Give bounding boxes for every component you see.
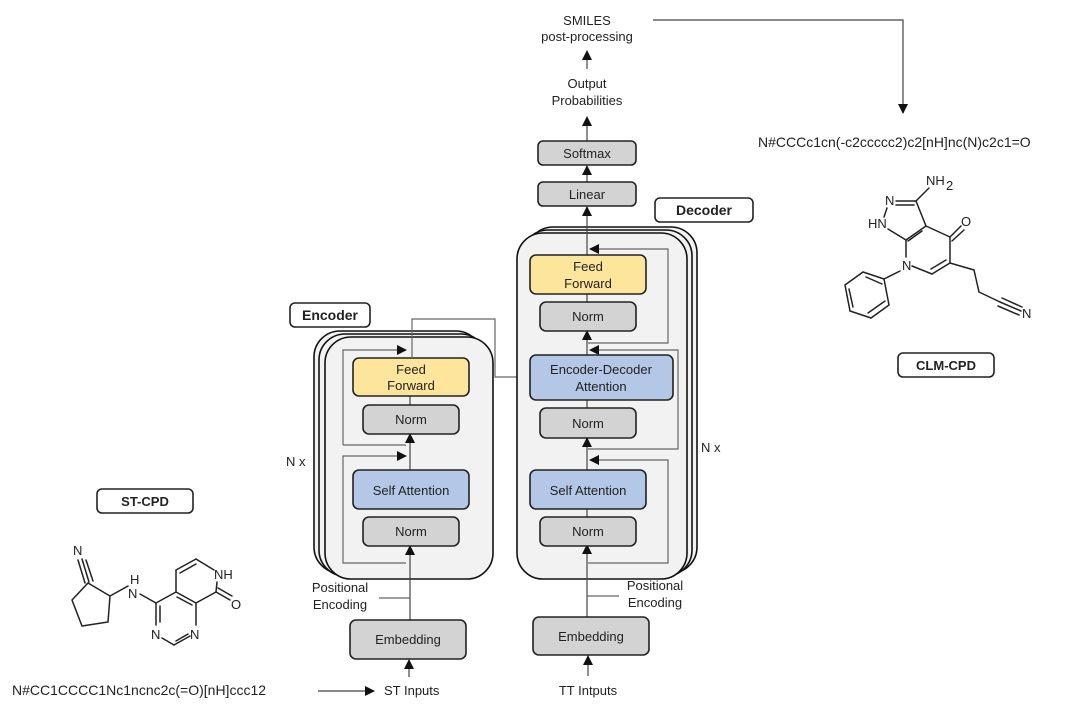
decoder-ff-line2: Forward (564, 276, 612, 291)
encoder-ff-line2: Forward (387, 378, 435, 393)
encoder-title-badge: Encoder (289, 302, 371, 328)
encoder-norm-top-label: Norm (395, 412, 427, 427)
encoder-embedding-block: Embedding (349, 619, 467, 660)
decoder-enc-dec-attention-block: Encoder-Decoder Attention (529, 354, 674, 401)
decoder-eda-line2: Attention (575, 379, 626, 394)
decoder-self-attention-label: Self Attention (550, 483, 627, 498)
decoder-ff-line1: Feed (573, 259, 603, 274)
encoder-positional-line1: Positional (312, 580, 368, 595)
decoder-self-attention-block: Self Attention (529, 469, 647, 510)
clm-atom-n-nitrile: N (1022, 306, 1031, 321)
encoder-norm-top-block: Norm (362, 404, 460, 435)
decoder-norm-top-block: Norm (539, 301, 637, 332)
clm-atom-hn: HN (868, 216, 887, 231)
arrow-post-processing-to-output-smiles (653, 19, 908, 114)
encoder-title: Encoder (302, 307, 359, 323)
encoder-self-attention-block: Self Attention (352, 469, 470, 510)
decoder-norm-mid-label: Norm (572, 416, 604, 431)
decoder-feed-forward-block: Feed Forward (529, 254, 647, 295)
clm-cpd-badge: CLM-CPD (897, 352, 995, 378)
decoder-residual-top (588, 244, 669, 344)
st-cpd-badge: ST-CPD (96, 488, 194, 514)
decoder-residual-mid (588, 345, 679, 450)
encoder-feed-forward-block: Feed Forward (352, 357, 470, 397)
st-atom-n-nitrile: N (73, 543, 82, 558)
smiles-post-processing-line2: post-processing (541, 29, 633, 44)
encoder-norm-bottom-label: Norm (395, 524, 427, 539)
st-cpd-structure: N H N N N NH O (71, 543, 241, 646)
decoder-norm-mid-block: Norm (539, 407, 637, 439)
softmax-block: Softmax (537, 140, 637, 166)
encoder-residual-bottom (342, 451, 407, 564)
decoder-norm-bottom-label: Norm (572, 524, 604, 539)
clm-atom-n-pyrazole: N (885, 193, 894, 208)
encoder-positional-line2: Encoding (313, 597, 367, 612)
decoder-positional-line1: Positional (627, 578, 683, 593)
clm-atom-nh2-sub: 2 (946, 178, 953, 193)
st-atom-n-pyr2: N (190, 627, 199, 642)
decoder-embedding-label: Embedding (558, 629, 624, 644)
decoder-repeat-label: N x (701, 440, 721, 455)
clm-atom-nh2: NH (926, 173, 945, 188)
decoder-eda-line1: Encoder-Decoder (550, 362, 653, 377)
decoder-embedding-block: Embedding (532, 616, 650, 656)
encoder-residual-top (342, 345, 407, 445)
decoder-inputs-label: TT Intputs (559, 683, 618, 698)
st-cpd-label: ST-CPD (121, 494, 169, 509)
source-smiles: N#CC1CCCC1Nc1ncnc2c(=O)[nH]ccc12 (12, 682, 266, 698)
st-atom-o: O (231, 597, 241, 612)
encoder-to-decoder-connector (411, 318, 529, 382)
clm-atom-n-ring: N (902, 258, 911, 273)
linear-label: Linear (569, 187, 606, 202)
st-atom-nh: NH (214, 567, 233, 582)
decoder-norm-top-label: Norm (572, 309, 604, 324)
clm-atom-o: O (961, 214, 971, 229)
encoder-ff-line1: Feed (396, 362, 426, 377)
softmax-label: Softmax (563, 146, 611, 161)
output-probabilities-line2: Probabilities (552, 93, 623, 108)
linear-block: Linear (537, 181, 637, 207)
decoder-title: Decoder (676, 202, 733, 218)
encoder-repeat-label: N x (286, 454, 306, 469)
clm-cpd-structure: NH 2 N HN O N N (844, 173, 1031, 321)
encoder-norm-bottom-block: Norm (362, 516, 460, 547)
encoder-embedding-label: Embedding (375, 632, 441, 647)
decoder-residual-bottom (588, 455, 669, 564)
generated-smiles: N#CCCc1cn(-c2ccccc2)c2[nH]nc(N)c2c1=O (758, 134, 1031, 150)
smiles-post-processing-line1: SMILES (563, 13, 611, 28)
output-probabilities-line1: Output (567, 76, 606, 91)
decoder-title-badge: Decoder (654, 197, 754, 223)
st-atom-n-amine: N (128, 586, 137, 601)
encoder-inputs-label: ST Inputs (384, 683, 440, 698)
clm-cpd-label: CLM-CPD (916, 358, 976, 373)
encoder-self-attention-label: Self Attention (373, 483, 450, 498)
decoder-norm-bottom-block: Norm (539, 516, 637, 547)
st-atom-h: H (130, 572, 139, 587)
st-atom-n-pyr1: N (151, 627, 160, 642)
decoder-positional-line2: Encoding (628, 595, 682, 610)
